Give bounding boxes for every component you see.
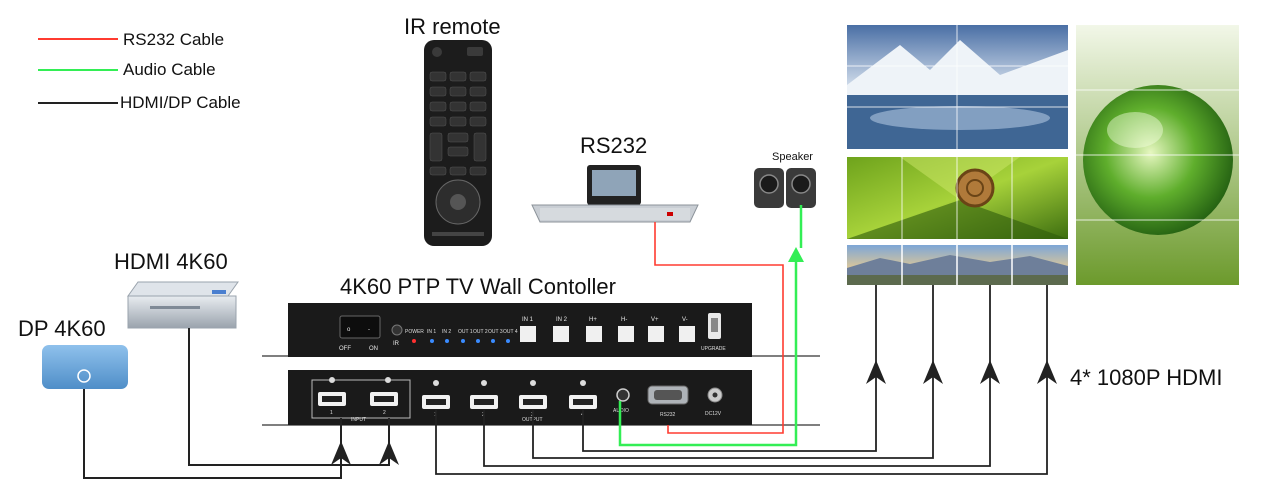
controller-front-panel: o - OFF ON IR POWER IN 1 IN 2 OUT 1 OUT 2… (262, 303, 820, 357)
audio-port[interactable] (616, 388, 630, 402)
video-wall-strip (847, 245, 1068, 285)
legend-audio-label: Audio Cable (123, 60, 216, 79)
hdmi-source-label: HDMI 4K60 (114, 249, 228, 274)
power-switch[interactable] (339, 315, 381, 339)
output-cables (435, 285, 1048, 475)
svg-text:OUT 4: OUT 4 (503, 329, 518, 335)
rs232-port-label: RS232 (660, 412, 676, 418)
hdmi-source-device: HDMI 4K60 (114, 249, 239, 329)
svg-text:IN 2: IN 2 (442, 329, 451, 335)
switch-off-label: OFF (339, 346, 351, 352)
svg-text:V-: V- (682, 317, 688, 323)
button-in1[interactable] (520, 326, 536, 342)
front-buttons: IN 1 IN 2 H+ H- V+ V- (520, 317, 695, 342)
input-2-arrowhead (379, 441, 399, 465)
speaker: Speaker (754, 151, 816, 208)
button-v-plus[interactable] (648, 326, 664, 342)
input-group-label: INPUT (351, 417, 366, 423)
ir-remote: IR remote (404, 14, 501, 246)
status-leds: POWER IN 1 IN 2 OUT 1 OUT 2 OUT 3 OUT 4 (405, 329, 518, 343)
dc-power-label: DC12V (705, 411, 722, 417)
svg-text:H-: H- (621, 317, 627, 323)
rs232-device-label: RS232 (580, 133, 647, 158)
svg-text:OUT 1: OUT 1 (458, 329, 473, 335)
input-1-arrowhead (331, 441, 351, 465)
svg-text:o: o (347, 327, 351, 333)
button-h-plus[interactable] (586, 326, 602, 342)
svg-text:OUT 2: OUT 2 (473, 329, 488, 335)
dp-source-device: DP 4K60 (18, 316, 128, 389)
video-wall-globe (1076, 25, 1239, 285)
button-h-minus[interactable] (618, 326, 634, 342)
output-1-arrowhead (866, 360, 886, 384)
svg-text:-: - (368, 327, 370, 333)
svg-text:OUT 3: OUT 3 (488, 329, 503, 335)
dp-source-label: DP 4K60 (18, 316, 106, 341)
rs232-cable (654, 222, 784, 434)
audio-arrowhead (788, 247, 804, 262)
ir-remote-label: IR remote (404, 14, 501, 39)
upgrade-label: UPGRADE (701, 346, 726, 352)
svg-text:1: 1 (330, 410, 333, 416)
video-wall-snail (847, 157, 1068, 239)
svg-text:V+: V+ (651, 317, 659, 323)
output-3-arrowhead (980, 360, 1000, 384)
svg-text:IN 1: IN 1 (427, 329, 436, 335)
button-in2[interactable] (553, 326, 569, 342)
svg-text:IN 1: IN 1 (522, 317, 534, 323)
ir-receiver (391, 324, 403, 336)
svg-text:H+: H+ (589, 317, 597, 323)
speaker-label: Speaker (772, 151, 813, 163)
switch-on-label: ON (369, 346, 378, 352)
ir-label: IR (393, 341, 400, 347)
input-port-group (311, 379, 411, 419)
button-v-minus[interactable] (679, 326, 695, 342)
output-2-arrowhead (923, 360, 943, 384)
controller-rear-panel: 1 2 INPUT 1 2 3 4 OUTPUT AUDIO RS232 DC1… (262, 370, 820, 426)
video-wall-landscape (847, 25, 1068, 149)
output-4-arrowhead (1037, 360, 1057, 384)
svg-text:2: 2 (383, 410, 386, 416)
legend: RS232 Cable Audio Cable HDMI/DP Cable (38, 30, 241, 112)
legend-rs232-label: RS232 Cable (123, 30, 224, 49)
legend-hdmi-label: HDMI/DP Cable (120, 93, 241, 112)
svg-text:POWER: POWER (405, 329, 424, 335)
controller-label: 4K60 PTP TV Wall Contoller (340, 274, 616, 299)
outputs-note-label: 4* 1080P HDMI (1070, 365, 1222, 390)
svg-text:IN 2: IN 2 (556, 317, 568, 323)
rs232-control-device: RS232 (531, 133, 699, 223)
audio-cable (618, 253, 798, 447)
